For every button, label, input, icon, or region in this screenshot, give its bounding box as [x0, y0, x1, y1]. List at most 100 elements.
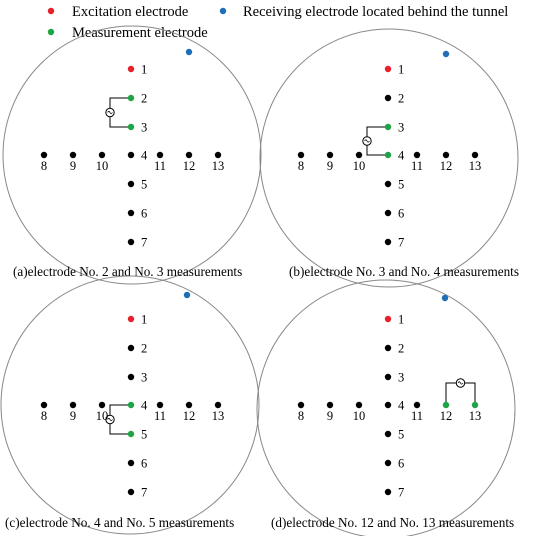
panel-caption: (c)electrode No. 4 and No. 5 measurement… — [5, 515, 234, 530]
electrode-11 — [156, 401, 164, 409]
electrode-label-13: 13 — [469, 409, 482, 423]
electrode-label-12: 12 — [183, 409, 196, 423]
electrode-5 — [127, 430, 135, 438]
legend: Excitation electrode Receiving electrode… — [47, 4, 508, 41]
electrode-10 — [355, 401, 363, 409]
electrode-label-4: 4 — [398, 149, 405, 163]
electrode-label-11: 11 — [154, 159, 166, 173]
electrode-9 — [326, 151, 334, 159]
electrode-label-8: 8 — [41, 409, 47, 423]
electrode-2 — [384, 94, 392, 102]
electrode-label-6: 6 — [141, 457, 147, 471]
electrode-11 — [156, 151, 164, 159]
voltmeter-icon — [455, 378, 466, 388]
electrode-2 — [127, 344, 135, 352]
panel-caption: (a)electrode No. 2 and No. 3 measurement… — [13, 264, 242, 279]
electrode-1 — [127, 65, 135, 73]
electrode-label-13: 13 — [212, 409, 225, 423]
electrode-label-5: 5 — [141, 428, 147, 442]
electrode-label-2: 2 — [141, 92, 147, 106]
legend-excitation-dot — [47, 7, 55, 15]
electrode-12 — [442, 401, 450, 409]
electrode-6 — [384, 209, 392, 217]
electrode-label-9: 9 — [327, 159, 333, 173]
electrode-label-1: 1 — [141, 63, 147, 77]
electrode-9 — [326, 401, 334, 409]
electrode-label-11: 11 — [154, 409, 166, 423]
voltmeter-icon — [105, 414, 115, 425]
electrode-3 — [384, 373, 392, 381]
receiving-electrode — [183, 291, 191, 299]
receiving-electrode — [185, 48, 193, 56]
electrode-label-3: 3 — [398, 121, 404, 135]
electrode-label-13: 13 — [469, 159, 482, 173]
electrode-1 — [384, 65, 392, 73]
electrode-label-7: 7 — [398, 236, 404, 250]
legend-receiving-dot — [219, 7, 227, 15]
electrode-label-12: 12 — [440, 409, 453, 423]
electrode-3 — [127, 373, 135, 381]
panel-caption: (b)electrode No. 3 and No. 4 measurement… — [289, 264, 519, 279]
electrode-6 — [127, 459, 135, 467]
electrode-4 — [384, 401, 392, 409]
electrode-12 — [185, 401, 193, 409]
electrode-6 — [127, 209, 135, 217]
electrode-1 — [127, 315, 135, 323]
electrode-label-7: 7 — [141, 236, 147, 250]
electrode-2 — [384, 344, 392, 352]
voltmeter-icon — [105, 107, 115, 118]
electrode-9 — [69, 151, 77, 159]
electrode-label-1: 1 — [398, 63, 404, 77]
electrode-label-1: 1 — [398, 313, 404, 327]
electrode-7 — [127, 488, 135, 496]
electrode-3 — [384, 123, 392, 131]
electrode-4 — [127, 151, 135, 159]
electrode-label-5: 5 — [398, 428, 404, 442]
electrode-label-8: 8 — [298, 159, 304, 173]
electrode-10 — [98, 151, 106, 159]
electrode-label-4: 4 — [141, 149, 148, 163]
electrode-5 — [127, 180, 135, 188]
electrode-10 — [98, 401, 106, 409]
electrode-label-6: 6 — [398, 457, 404, 471]
legend-excitation-label: Excitation electrode — [72, 4, 188, 20]
electrode-9 — [69, 401, 77, 409]
electrode-8 — [40, 151, 48, 159]
receiving-electrode — [441, 294, 449, 302]
electrode-label-9: 9 — [70, 159, 76, 173]
tunnel-boundary-circle — [259, 28, 519, 288]
electrode-label-12: 12 — [440, 159, 453, 173]
electrode-label-5: 5 — [398, 178, 404, 192]
panel-caption: (d)electrode No. 12 and No. 13 measureme… — [271, 515, 514, 530]
electrode-7 — [384, 238, 392, 246]
electrode-label-6: 6 — [141, 207, 147, 221]
electrode-label-4: 4 — [398, 399, 405, 413]
electrode-label-1: 1 — [141, 313, 147, 327]
tunnel-boundary-circle — [0, 275, 260, 535]
electrode-label-11: 11 — [411, 159, 423, 173]
electrode-label-3: 3 — [141, 121, 147, 135]
electrode-10 — [355, 151, 363, 159]
receiving-electrode — [442, 50, 450, 58]
electrode-label-8: 8 — [41, 159, 47, 173]
electrode-label-9: 9 — [70, 409, 76, 423]
electrode-3 — [127, 123, 135, 131]
electrode-12 — [185, 151, 193, 159]
electrode-label-12: 12 — [183, 159, 196, 173]
electrode-label-5: 5 — [141, 178, 147, 192]
electrode-label-9: 9 — [327, 409, 333, 423]
legend-receiving-label: Receiving electrode located behind the t… — [243, 4, 508, 20]
electrode-13 — [214, 401, 222, 409]
electrode-4 — [127, 401, 135, 409]
electrode-11 — [413, 401, 421, 409]
electrode-11 — [413, 151, 421, 159]
electrode-5 — [384, 180, 392, 188]
electrode-2 — [127, 94, 135, 102]
electrode-1 — [384, 315, 392, 323]
